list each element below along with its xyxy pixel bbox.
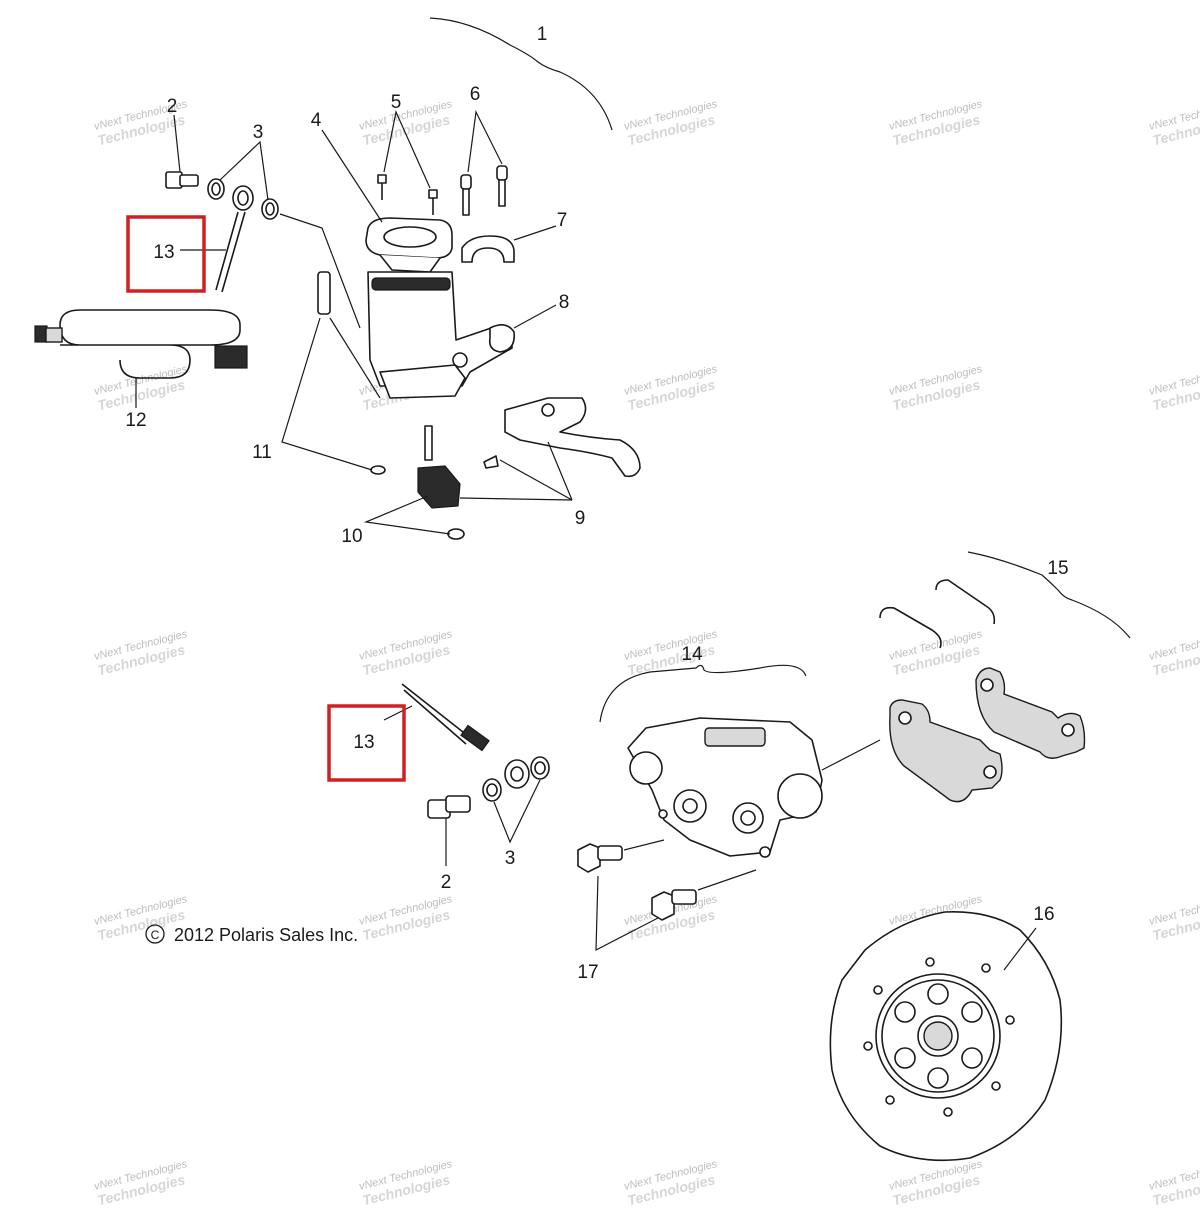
- callout-14: 14: [681, 644, 703, 665]
- callout-2-lower: 2: [441, 872, 452, 893]
- bracket-15: [967, 551, 1131, 639]
- washers-upper: [207, 140, 279, 220]
- caliper-bolts: [577, 839, 757, 951]
- brake-disc: [829, 911, 1063, 1162]
- callout-3: 3: [253, 122, 264, 143]
- copyright-text: 2012 Polaris Sales Inc.: [174, 925, 358, 945]
- pad-springs: [879, 579, 996, 649]
- caliper-assembly: [383, 551, 1131, 1162]
- clamp-bolts: [460, 109, 508, 216]
- handlebar-clamp: [461, 225, 557, 263]
- callout-11: 11: [252, 442, 272, 463]
- brake-lever: [459, 397, 641, 501]
- banjo-bolt-upper: [165, 114, 199, 189]
- callout-8: 8: [559, 292, 570, 313]
- bracket-1: [429, 17, 613, 131]
- callout-7: 7: [557, 210, 568, 231]
- callout-6: 6: [470, 84, 481, 105]
- highlight-box-upper: [126, 215, 206, 293]
- brake-pads: [821, 667, 1086, 803]
- callout-12: 12: [125, 410, 146, 431]
- callout-16: 16: [1033, 904, 1054, 925]
- callout-4: 4: [311, 110, 322, 131]
- master-cylinder-assembly: [34, 17, 641, 540]
- reservoir-cover: [321, 129, 453, 273]
- brake-switch: [363, 425, 465, 540]
- caliper-body: [627, 717, 823, 858]
- banjo-leader: [279, 213, 361, 329]
- callout-13-lower: 13: [353, 732, 374, 753]
- callout-13-upper: 13: [153, 242, 174, 263]
- callout-9: 9: [575, 508, 586, 529]
- copyright-notice: C 2012 Polaris Sales Inc.: [145, 924, 358, 945]
- callout-2: 2: [167, 96, 178, 117]
- callout-1: 1: [537, 24, 548, 45]
- master-cylinder-body: [367, 271, 557, 399]
- copyright-circle: [145, 924, 165, 944]
- pivot-pin: [281, 271, 386, 475]
- washers-lower: [482, 756, 550, 844]
- banjo-bolt-lower: [427, 795, 471, 866]
- copyright-symbol: C: [151, 928, 160, 942]
- callout-3-lower: 3: [505, 848, 516, 869]
- callout-17: 17: [577, 962, 598, 983]
- brake-line-upper: [180, 211, 246, 293]
- cover-screws: [377, 110, 438, 215]
- callout-10: 10: [341, 526, 362, 547]
- switch-harness: [34, 309, 248, 408]
- callout-5: 5: [391, 92, 402, 113]
- highlight-box-lower: [327, 704, 406, 782]
- brake-line-lower: [383, 683, 530, 789]
- callout-15: 15: [1047, 558, 1068, 579]
- bracket-14: [599, 664, 807, 723]
- callout-labels: 1 2 3 4 5 6 7 8 9 10 11 12 13 13 14 15 1…: [125, 24, 1068, 983]
